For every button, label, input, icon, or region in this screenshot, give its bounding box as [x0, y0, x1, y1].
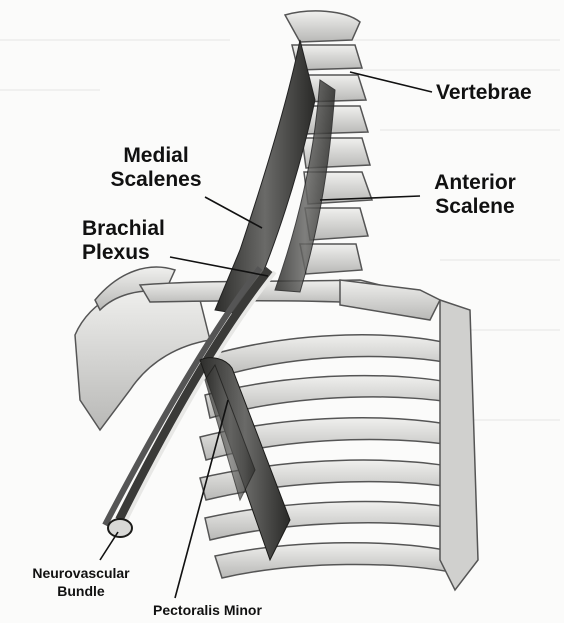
label-anterior-scalene: Anterior Scalene [420, 172, 530, 217]
label-neurovascular-bundle-line1: Neurovascular [6, 566, 156, 580]
label-medial-scalenes: Medial Scalenes [100, 145, 212, 190]
neurovascular-pointer [100, 532, 118, 560]
label-medial-scalenes-line1: Medial [100, 145, 212, 166]
label-brachial-plexus-line2: Plexus [82, 242, 165, 263]
label-anterior-scalene-line2: Scalene [420, 196, 530, 217]
label-vertebrae: Vertebrae [436, 82, 532, 103]
label-medial-scalenes-line2: Scalenes [100, 169, 212, 190]
label-neurovascular-bundle: Neurovascular Bundle [6, 566, 156, 598]
label-brachial-plexus-line1: Brachial [82, 218, 165, 239]
label-brachial-plexus: Brachial Plexus [82, 218, 165, 263]
label-pectoralis-minor: Pectoralis Minor [153, 603, 262, 617]
label-anterior-scalene-line1: Anterior [420, 172, 530, 193]
label-neurovascular-bundle-line2: Bundle [6, 584, 156, 598]
